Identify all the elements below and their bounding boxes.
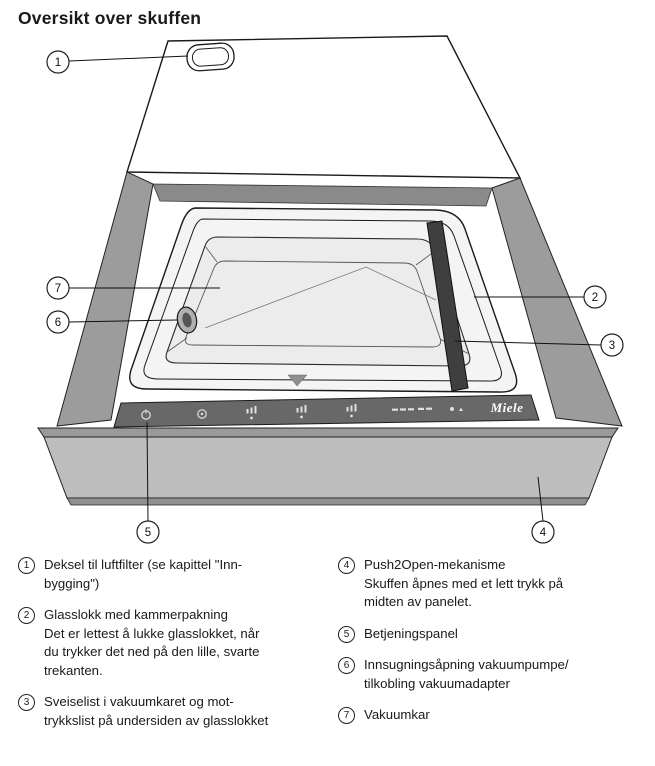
- lid-press-triangle-icon: [287, 374, 308, 387]
- legend-text-3: Sveiselist i vakuumkaret og mot- trykksl…: [44, 694, 269, 728]
- function-icon: [197, 409, 207, 419]
- legend: 1 Deksel til luftfilter (se kapittel "In…: [18, 556, 644, 730]
- vacuum-level-icon-1: [246, 406, 257, 420]
- suction-opening: [176, 306, 198, 334]
- callout-3-circle: [600, 333, 624, 357]
- legend-text-2: Glasslokk med kammerpakning Det er lette…: [44, 607, 260, 678]
- control-panel: [113, 394, 540, 428]
- legend-text-1: Deksel til luftfilter (se kapittel "Inn-…: [44, 557, 243, 591]
- cabinet-top: [126, 35, 522, 179]
- left-side-wall: [56, 171, 154, 427]
- legend-text-7: Vakuumkar: [364, 707, 430, 722]
- right-side-wall: [491, 177, 623, 427]
- power-icon: [141, 409, 151, 420]
- legend-item-4: 4 Push2Open-mekanisme Skuffen åpnes med …: [338, 556, 644, 612]
- callout-4-circle: [531, 520, 555, 544]
- callout-6-circle: [46, 310, 70, 334]
- chamber-edge-line: [204, 266, 437, 329]
- callout-1: 1: [46, 50, 189, 74]
- front-panel-bevel: [37, 427, 619, 438]
- legend-number-4: 4: [338, 557, 355, 574]
- legend-number-6: 6: [338, 657, 355, 674]
- legend-item-7: 7 Vakuumkar: [338, 706, 644, 725]
- callout-2: 2: [474, 285, 607, 309]
- callout-3-number: 3: [609, 340, 615, 352]
- callout-5-number: 5: [145, 527, 151, 539]
- callout-5-line: [146, 421, 149, 522]
- display-icon: [392, 407, 432, 411]
- callout-6-line: [68, 319, 178, 323]
- legend-text-4: Push2Open-mekanisme Skuffen åpnes med et…: [364, 557, 564, 609]
- callout-7-number: 7: [55, 283, 61, 295]
- miele-logo: Miele: [490, 400, 524, 415]
- callout-3: 3: [454, 333, 624, 357]
- callout-6: 6: [46, 310, 178, 334]
- front-panel-lip: [66, 497, 590, 506]
- legend-item-6: 6 Innsugningsåpning vakuumpumpe/ tilkobl…: [338, 656, 644, 693]
- callout-4-number: 4: [540, 527, 547, 539]
- legend-text-6: Innsugningsåpning vakuumpumpe/ tilkoblin…: [364, 657, 569, 691]
- callout-3-line: [454, 340, 602, 346]
- callout-2-number: 2: [592, 292, 598, 304]
- legend-item-3: 3 Sveiselist i vakuumkaret og mot- trykk…: [18, 693, 324, 730]
- callout-1-number: 1: [55, 57, 61, 69]
- legend-item-5: 5 Betjeningspanel: [338, 625, 644, 644]
- legend-text-5: Betjeningspanel: [364, 625, 458, 641]
- callout-4-line: [537, 476, 544, 522]
- callout-4: 4: [531, 476, 555, 544]
- callout-1-circle: [46, 50, 70, 74]
- legend-number-5: 5: [338, 625, 355, 643]
- legend-column-left: 1 Deksel til luftfilter (se kapittel "In…: [18, 556, 324, 730]
- page-title: Oversikt over skuffen: [18, 8, 202, 28]
- front-panel-face: [43, 436, 613, 499]
- drawer-diagram: Miele 1 7 6: [37, 35, 624, 544]
- callout-7-circle: [46, 276, 70, 300]
- sealing-bar: [426, 220, 469, 392]
- callout-2-circle: [583, 285, 607, 309]
- legend-number-7: 7: [338, 707, 355, 724]
- back-rim: [152, 183, 493, 207]
- vacuum-level-icon-3: [346, 404, 357, 418]
- callout-6-number: 6: [55, 317, 61, 329]
- legend-item-1: 1 Deksel til luftfilter (se kapittel "In…: [18, 556, 324, 593]
- legend-number-3: 3: [18, 694, 35, 711]
- legend-column-right: 4 Push2Open-mekanisme Skuffen åpnes med …: [338, 556, 644, 730]
- chamber-floor: [184, 260, 442, 348]
- callout-7: 7: [46, 276, 220, 300]
- callout-5: 5: [136, 421, 160, 544]
- lid-gasket: [143, 218, 502, 382]
- legend-number-2: 2: [18, 607, 35, 624]
- air-filter-cover: [186, 42, 235, 72]
- callout-5-circle: [136, 520, 160, 544]
- legend-number-1: 1: [18, 557, 35, 574]
- start-icon: [450, 407, 463, 411]
- vacuum-level-icon-2: [296, 405, 307, 419]
- legend-item-2: 2 Glasslokk med kammerpakning Det er let…: [18, 606, 324, 680]
- callout-1-line: [68, 55, 189, 62]
- drawer-diagram-container: Miele 1 7 6: [0, 30, 655, 546]
